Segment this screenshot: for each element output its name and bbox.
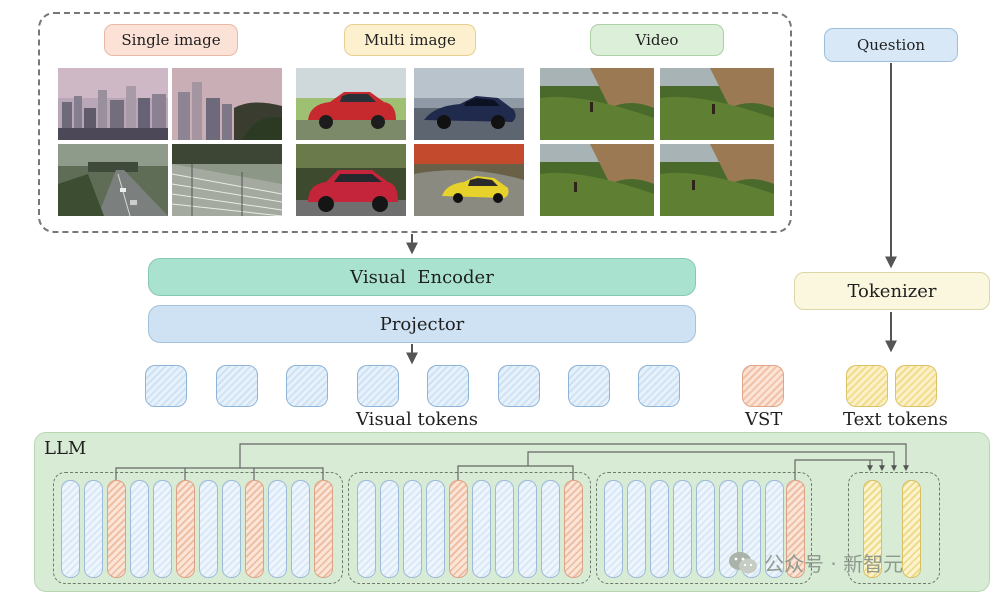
llm-visual-token [696, 480, 715, 578]
llm-token-group-3 [596, 472, 812, 584]
video-frame-2 [660, 68, 774, 140]
llm-visual-token [541, 480, 560, 578]
llm-visual-token [604, 480, 623, 578]
vst-token [742, 365, 784, 407]
visual-tokens-label: Visual tokens [356, 409, 478, 430]
llm-text-token [902, 480, 921, 578]
single-image-tile-2 [172, 68, 282, 140]
llm-label: LLM [44, 438, 87, 459]
llm-visual-token [495, 480, 514, 578]
llm-visual-token [84, 480, 103, 578]
llm-visual-token [130, 480, 149, 578]
video-label: Video [590, 24, 724, 56]
llm-visual-token [199, 480, 218, 578]
llm-token-group-2 [348, 472, 591, 584]
multi-image-label: Multi image [344, 24, 476, 56]
wechat-icon [729, 551, 757, 573]
llm-visual-token [627, 480, 646, 578]
visual-token [427, 365, 469, 407]
llm-visual-token [380, 480, 399, 578]
llm-vst-token [176, 480, 195, 578]
llm-visual-token [472, 480, 491, 578]
visual-token [498, 365, 540, 407]
multi-image-car-4 [414, 144, 524, 216]
llm-text-token [863, 480, 882, 578]
llm-visual-token [61, 480, 80, 578]
watermark: 公众号 · 新智元 [728, 548, 903, 577]
llm-visual-token [268, 480, 287, 578]
llm-visual-token [403, 480, 422, 578]
multi-image-car-3 [296, 144, 406, 216]
attention-connectors [115, 443, 909, 480]
input-images-group [38, 12, 792, 233]
visual-token [638, 365, 680, 407]
multi-image-car-1 [296, 68, 406, 140]
visual-token [216, 365, 258, 407]
tokenizer-block: Tokenizer [794, 272, 990, 310]
visual-token [357, 365, 399, 407]
single-image-label: Single image [104, 24, 238, 56]
llm-visual-token [357, 480, 376, 578]
visual-token [145, 365, 187, 407]
single-image-tile-4 [172, 144, 282, 216]
text-token [895, 365, 937, 407]
llm-vst-token [314, 480, 333, 578]
llm-text-token-group [848, 472, 940, 584]
llm-visual-token [291, 480, 310, 578]
llm-token-group-1 [53, 472, 343, 584]
single-image-tile-3 [58, 144, 168, 216]
llm-visual-token [518, 480, 537, 578]
llm-visual-token [426, 480, 445, 578]
llm-vst-token [449, 480, 468, 578]
single-image-tile-1 [58, 68, 168, 140]
multi-image-car-2 [414, 68, 524, 140]
visual-token [286, 365, 328, 407]
llm-visual-token [765, 480, 784, 578]
video-frame-3 [540, 144, 654, 216]
llm-visual-token [222, 480, 241, 578]
llm-visual-token [153, 480, 172, 578]
video-frame-4 [660, 144, 774, 216]
visual-token [568, 365, 610, 407]
text-token [846, 365, 888, 407]
llm-vst-token [107, 480, 126, 578]
vst-label: VST [745, 409, 783, 430]
video-frame-1 [540, 68, 654, 140]
text-tokens-label: Text tokens [843, 409, 948, 430]
watermark-text: 公众号 · 新智元 [764, 552, 904, 576]
llm-visual-token [673, 480, 692, 578]
llm-visual-token [650, 480, 669, 578]
llm-vst-token [564, 480, 583, 578]
visual-encoder-block: Visual Encoder [148, 258, 696, 296]
projector-block: Projector [148, 305, 696, 343]
llm-vst-token [786, 480, 805, 578]
question-label: Question [824, 28, 958, 62]
flow-arrows [406, 63, 897, 365]
llm-vst-token [245, 480, 264, 578]
